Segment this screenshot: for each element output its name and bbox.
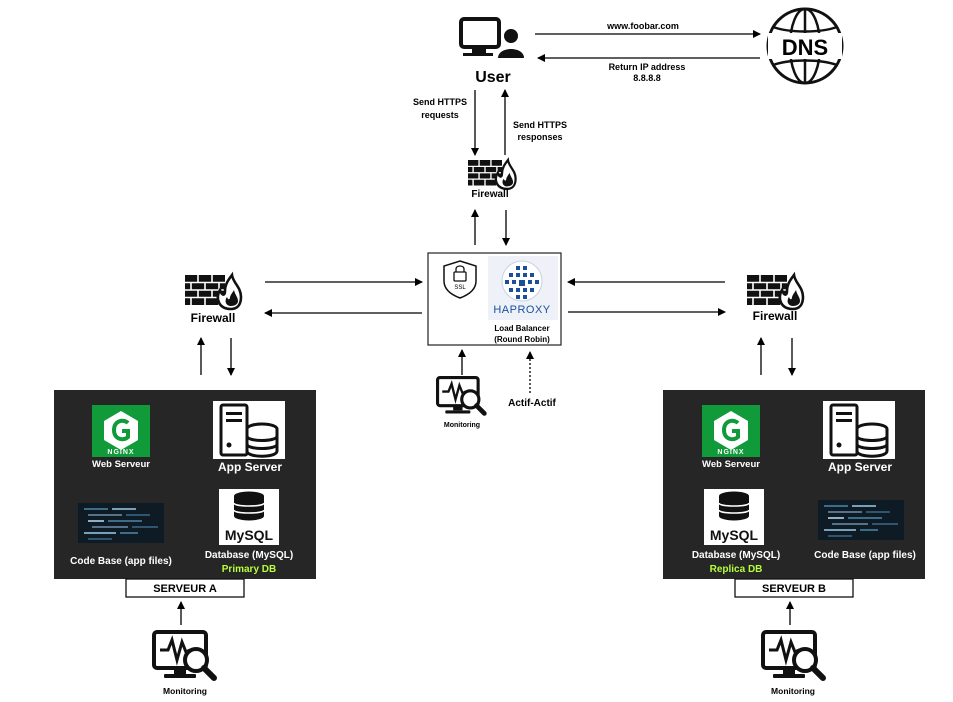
- database-role-label: Primary DB: [222, 564, 276, 575]
- server-a-panel: NGINX Web Serveur App Server Code Base (…: [54, 390, 316, 579]
- firewall-label-right: Firewall: [753, 309, 798, 323]
- dns-globe-icon: [766, 7, 844, 85]
- user-icon: [459, 17, 524, 58]
- dns-label: DNS: [782, 35, 828, 60]
- server-b-name: SERVEUR B: [762, 583, 826, 595]
- mysql-logo-text-b: MySQL: [710, 527, 759, 543]
- monitoring-icon-a: [154, 632, 214, 678]
- server-b-panel: NGINX Web Serveur App Server MySQL Datab…: [663, 390, 925, 579]
- code-base-image: [77, 502, 165, 544]
- web-server-label-b: Web Serveur: [702, 459, 760, 470]
- nginx-logo-text: NGINX: [107, 449, 134, 456]
- dns-response-label: Return IP address: [609, 62, 686, 72]
- haproxy-logo-text: HAPROXY: [493, 304, 550, 316]
- dns-request-label: www.foobar.com: [606, 21, 679, 31]
- firewall-icon-left: [183, 273, 243, 311]
- monitoring-label-b: Monitoring: [771, 686, 815, 696]
- code-base-label: Code Base (app files): [70, 556, 172, 567]
- ssl-label: SSL: [454, 285, 466, 291]
- firewall-label-left: Firewall: [191, 311, 236, 325]
- lb-algorithm-label: (Round Robin): [494, 335, 550, 344]
- monitoring-icon-lb: [438, 378, 485, 414]
- app-server-icon-b: [821, 399, 897, 461]
- app-server-label-b: App Server: [828, 460, 892, 474]
- nginx-logo-text-b: NGINX: [717, 449, 744, 456]
- database-role-label-b: Replica DB: [710, 564, 763, 575]
- server-a-name: SERVEUR A: [153, 583, 217, 595]
- active-active-label: Actif-Actif: [508, 398, 556, 409]
- user-label: User: [475, 69, 511, 86]
- lb-label: Load Balancer: [494, 324, 549, 333]
- https-responses-label: Send HTTPS: [513, 120, 567, 130]
- server-a-nameplate: [125, 578, 245, 598]
- database-label-b: Database (MySQL): [692, 550, 780, 561]
- database-label: Database (MySQL): [205, 550, 293, 561]
- mysql-logo-text: MySQL: [225, 527, 274, 543]
- haproxy-logo-icon: [488, 256, 558, 320]
- dns-response-ip: 8.8.8.8: [633, 73, 661, 83]
- app-server-icon: [211, 399, 287, 461]
- code-base-label-b: Code Base (app files): [814, 550, 916, 561]
- monitoring-label-a: Monitoring: [163, 686, 207, 696]
- firewall-label-top: Firewall: [471, 189, 508, 200]
- https-requests-label: Send HTTPS: [413, 97, 467, 107]
- https-responses-label-2: responses: [517, 132, 562, 142]
- firewall-icon-right: [745, 273, 805, 311]
- web-server-label: Web Serveur: [92, 459, 150, 470]
- ssl-shield-icon: [443, 260, 477, 299]
- code-base-image-b: [817, 499, 905, 541]
- https-requests-label-2: requests: [421, 110, 459, 120]
- firewall-icon-top: [466, 158, 517, 191]
- monitoring-label-lb: Monitoring: [444, 422, 480, 429]
- monitoring-icon-b: [763, 632, 823, 678]
- load-balancer: SSL HAPROXY Load Balancer (Round Robin): [427, 252, 562, 346]
- server-b-nameplate: [734, 578, 854, 598]
- app-server-label: App Server: [218, 460, 282, 474]
